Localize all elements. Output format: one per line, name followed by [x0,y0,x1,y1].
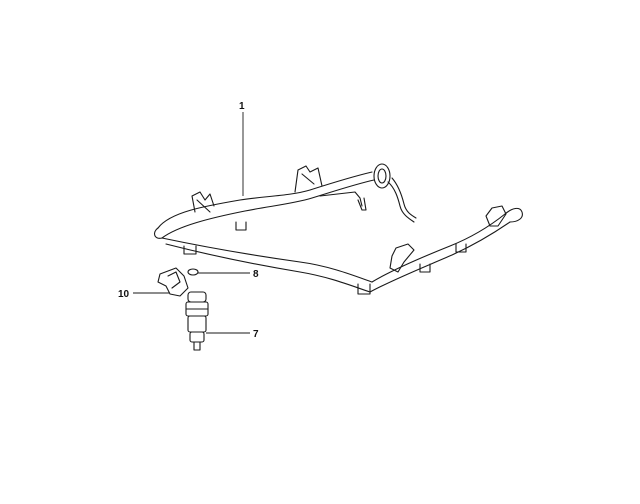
injector-clip [157,267,189,297]
fuel-injector [185,291,209,351]
fuel-line-grommet [319,163,417,223]
callout-8: 8 [253,269,259,280]
o-ring [187,268,199,276]
callout-10: 10 [118,289,130,300]
callout-7: 7 [253,329,259,340]
injector-pockets [183,221,467,295]
callout-1: 1 [239,101,245,112]
fuel-rail [153,171,523,293]
rail-brackets [191,165,507,273]
